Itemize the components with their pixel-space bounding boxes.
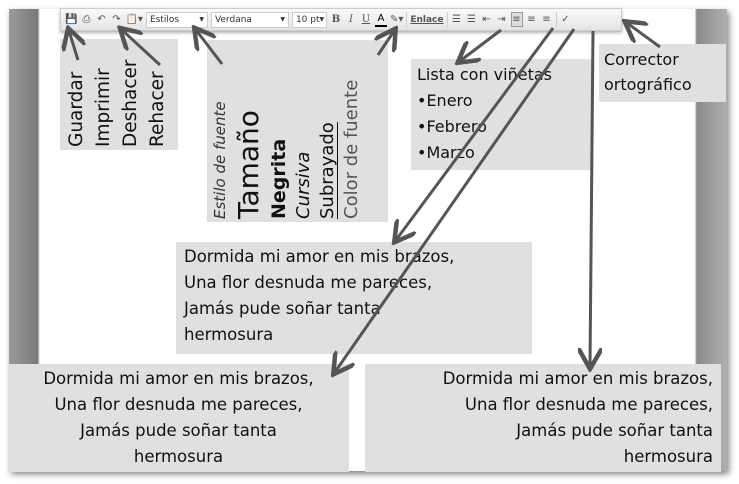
spell-label-line: ortográfico: [604, 75, 692, 94]
undo-icon[interactable]: ↶: [97, 14, 106, 25]
save-icon[interactable]: 💾: [65, 14, 78, 25]
list-title: Lista con viñetas: [417, 65, 552, 84]
spell-label-line: Corrector: [604, 50, 679, 69]
poem-line: Una flor desnuda me pareces,: [54, 395, 303, 414]
label-size: Tamaño: [232, 110, 265, 219]
poem-line: Dormida mi amor en mis brazos,: [184, 247, 455, 266]
chevron-down-icon: ▼: [199, 16, 204, 23]
font-color-button[interactable]: A: [374, 12, 387, 27]
paste-icon[interactable]: 📋▾: [125, 14, 143, 25]
outdent-icon[interactable]: ⇤: [482, 14, 491, 25]
styles-select[interactable]: Estilos ▼: [145, 11, 208, 28]
poem-line: Dormida mi amor en mis brazos,: [442, 369, 713, 388]
separator: [406, 12, 408, 27]
print-icon[interactable]: ⎙: [82, 14, 91, 25]
annotation-font-format: Estilo de fuente Tamaño Negrita Cursiva …: [207, 40, 388, 222]
bullet-list-icon[interactable]: ☰: [467, 14, 476, 25]
label-italic: Cursiva: [293, 151, 314, 219]
label-print: Imprimir: [93, 68, 114, 147]
poem-line: Dormida mi amor en mis brazos,: [43, 369, 314, 388]
annotation-bullet-list: Lista con viñetas •Enero •Febrero •Marzo: [411, 59, 593, 170]
indent-icon[interactable]: ⇥: [497, 14, 506, 25]
poem-line: hermosura: [184, 325, 274, 344]
redo-icon[interactable]: ↷: [112, 14, 121, 25]
align-right-icon[interactable]: ≡: [542, 14, 551, 25]
editor-toolbar: 💾 ⎙ ↶ ↷ 📋▾ Estilos▼ Verdana▼ 10 pt▼ B I …: [60, 8, 622, 31]
chevron-down-icon: ▼: [319, 16, 325, 23]
poem-right-aligned: Dormida mi amor en mis brazos, Una flor …: [365, 364, 721, 472]
size-select-value: 10 pt: [295, 14, 320, 25]
poem-line: Jamás pude soñar tanta: [184, 299, 381, 318]
poem-line: Una flor desnuda me pareces,: [464, 395, 713, 414]
poem-line: Jamás pude soñar tanta: [516, 421, 713, 440]
underline-button[interactable]: U: [361, 14, 371, 25]
highlight-icon[interactable]: ✎▾: [389, 14, 404, 25]
separator: [555, 12, 557, 27]
annotation-file-actions: Guardar Imprimir Deshacer Rehacer: [60, 39, 178, 150]
align-center-icon[interactable]: ≡: [527, 14, 536, 25]
list-item: •Enero: [417, 91, 473, 110]
label-font-style: Estilo de fuente: [211, 101, 229, 219]
label-undo: Deshacer: [120, 59, 141, 148]
list-item: •Marzo: [417, 143, 475, 162]
italic-button[interactable]: I: [348, 14, 353, 25]
label-redo: Rehacer: [147, 71, 168, 147]
spellcheck-icon[interactable]: ✓: [561, 14, 570, 25]
numbered-list-icon[interactable]: ☰: [452, 14, 461, 25]
align-left-icon[interactable]: ≡: [510, 12, 523, 27]
bold-button[interactable]: B: [331, 14, 341, 25]
label-font-color: Color de fuente: [341, 79, 362, 219]
label-bold: Negrita: [268, 138, 290, 219]
poem-line: hermosura: [623, 447, 713, 466]
label-save: Guardar: [66, 71, 87, 147]
size-select[interactable]: 10 pt▼: [291, 11, 327, 28]
label-underline: Subrayado: [317, 122, 338, 219]
list-item: •Febrero: [417, 117, 487, 136]
styles-select-value: Estilos: [149, 14, 180, 25]
poem-line: Jamás pude soñar tanta: [80, 421, 277, 440]
poem-left-aligned: Dormida mi amor en mis brazos, Una flor …: [176, 242, 532, 354]
annotation-spellcheck: Corrector ortográfico: [599, 44, 726, 102]
poem-centered: Dormida mi amor en mis brazos, Una flor …: [8, 364, 349, 472]
chevron-down-icon: ▼: [280, 16, 285, 23]
separator: [446, 12, 448, 27]
poem-line: hermosura: [133, 447, 224, 466]
poem-line: Una flor desnuda me pareces,: [184, 273, 433, 292]
font-select-value: Verdana: [214, 14, 252, 25]
link-button[interactable]: Enlace: [410, 14, 444, 25]
font-select[interactable]: Verdana ▼: [210, 11, 289, 28]
